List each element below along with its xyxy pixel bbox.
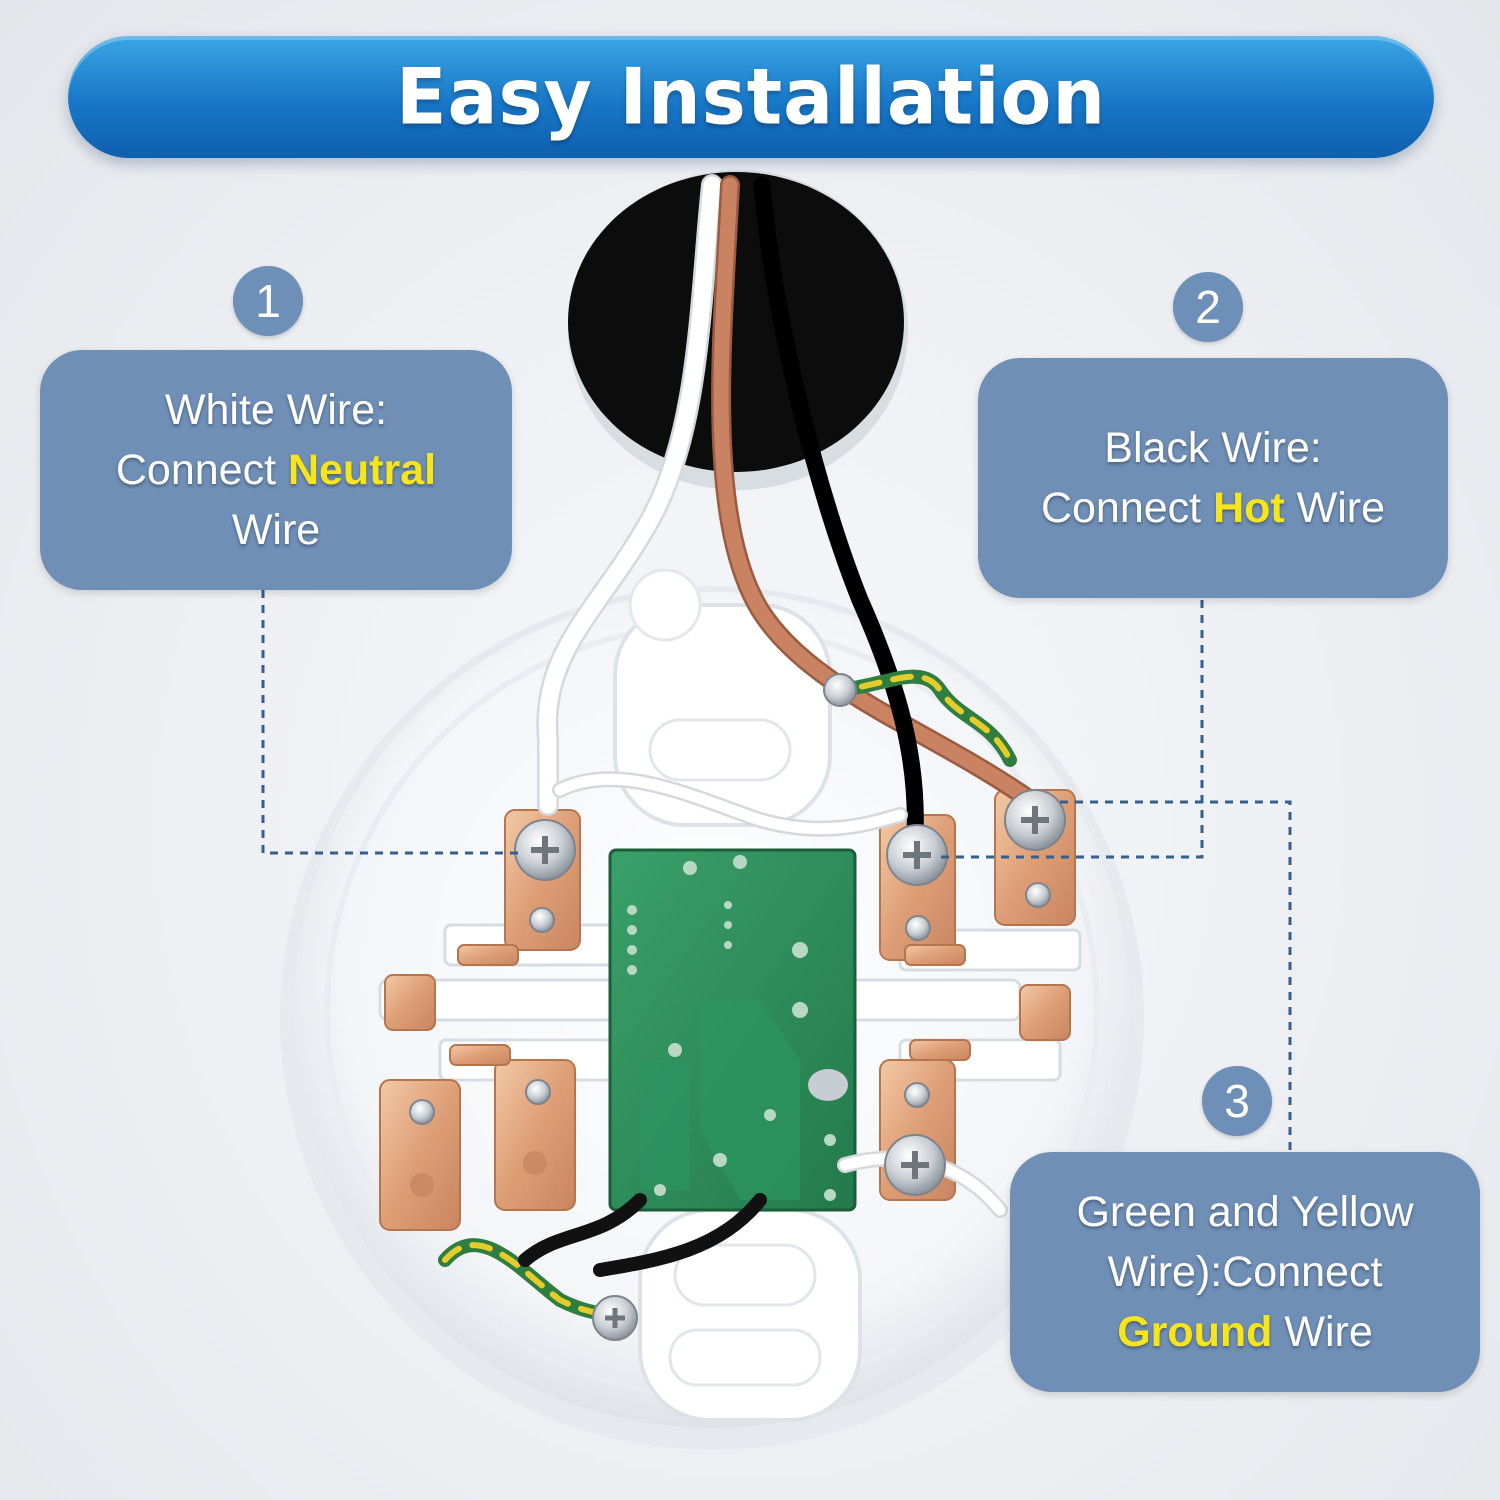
step-2-callout: Black Wire: Connect Hot Wire bbox=[978, 358, 1448, 598]
step-1-number-badge: 1 bbox=[233, 266, 303, 336]
step-2-line-2: Connect Hot Wire bbox=[1040, 484, 1386, 532]
leader-lines bbox=[261, 590, 1292, 1150]
hot-highlight: Hot bbox=[1213, 484, 1285, 532]
page-title: Easy Installation bbox=[395, 51, 1107, 143]
title-banner: Easy Installation bbox=[68, 36, 1434, 158]
step-1-line-2: Connect Neutral bbox=[115, 446, 437, 494]
step-2-line-1: Black Wire: bbox=[1104, 424, 1322, 472]
step-2-number-badge: 2 bbox=[1173, 272, 1243, 342]
ground-highlight: Ground bbox=[1117, 1308, 1273, 1356]
step-3-line-3: Ground Wire bbox=[1117, 1308, 1373, 1356]
driver-circuit-board bbox=[608, 848, 857, 1212]
step-3-line-2: Wire):Connect bbox=[1107, 1248, 1383, 1296]
ceiling-hole bbox=[568, 170, 908, 490]
terminal-screws bbox=[409, 673, 1066, 1341]
step-3-line-1: Green and Yellow bbox=[1076, 1188, 1414, 1236]
step-3-callout: Green and Yellow Wire):Connect Ground Wi… bbox=[1010, 1152, 1480, 1392]
mounting-slot-bottom bbox=[638, 1208, 862, 1422]
mounting-slot-top bbox=[613, 568, 832, 827]
step-3-number-badge: 3 bbox=[1202, 1066, 1272, 1136]
step-1-line-3: Wire bbox=[231, 506, 321, 554]
neutral-highlight: Neutral bbox=[287, 446, 437, 494]
terminal-holes bbox=[410, 1151, 547, 1197]
step-1-line-1: White Wire: bbox=[164, 386, 388, 434]
step-1-callout: White Wire: Connect Neutral Wire bbox=[40, 350, 512, 590]
